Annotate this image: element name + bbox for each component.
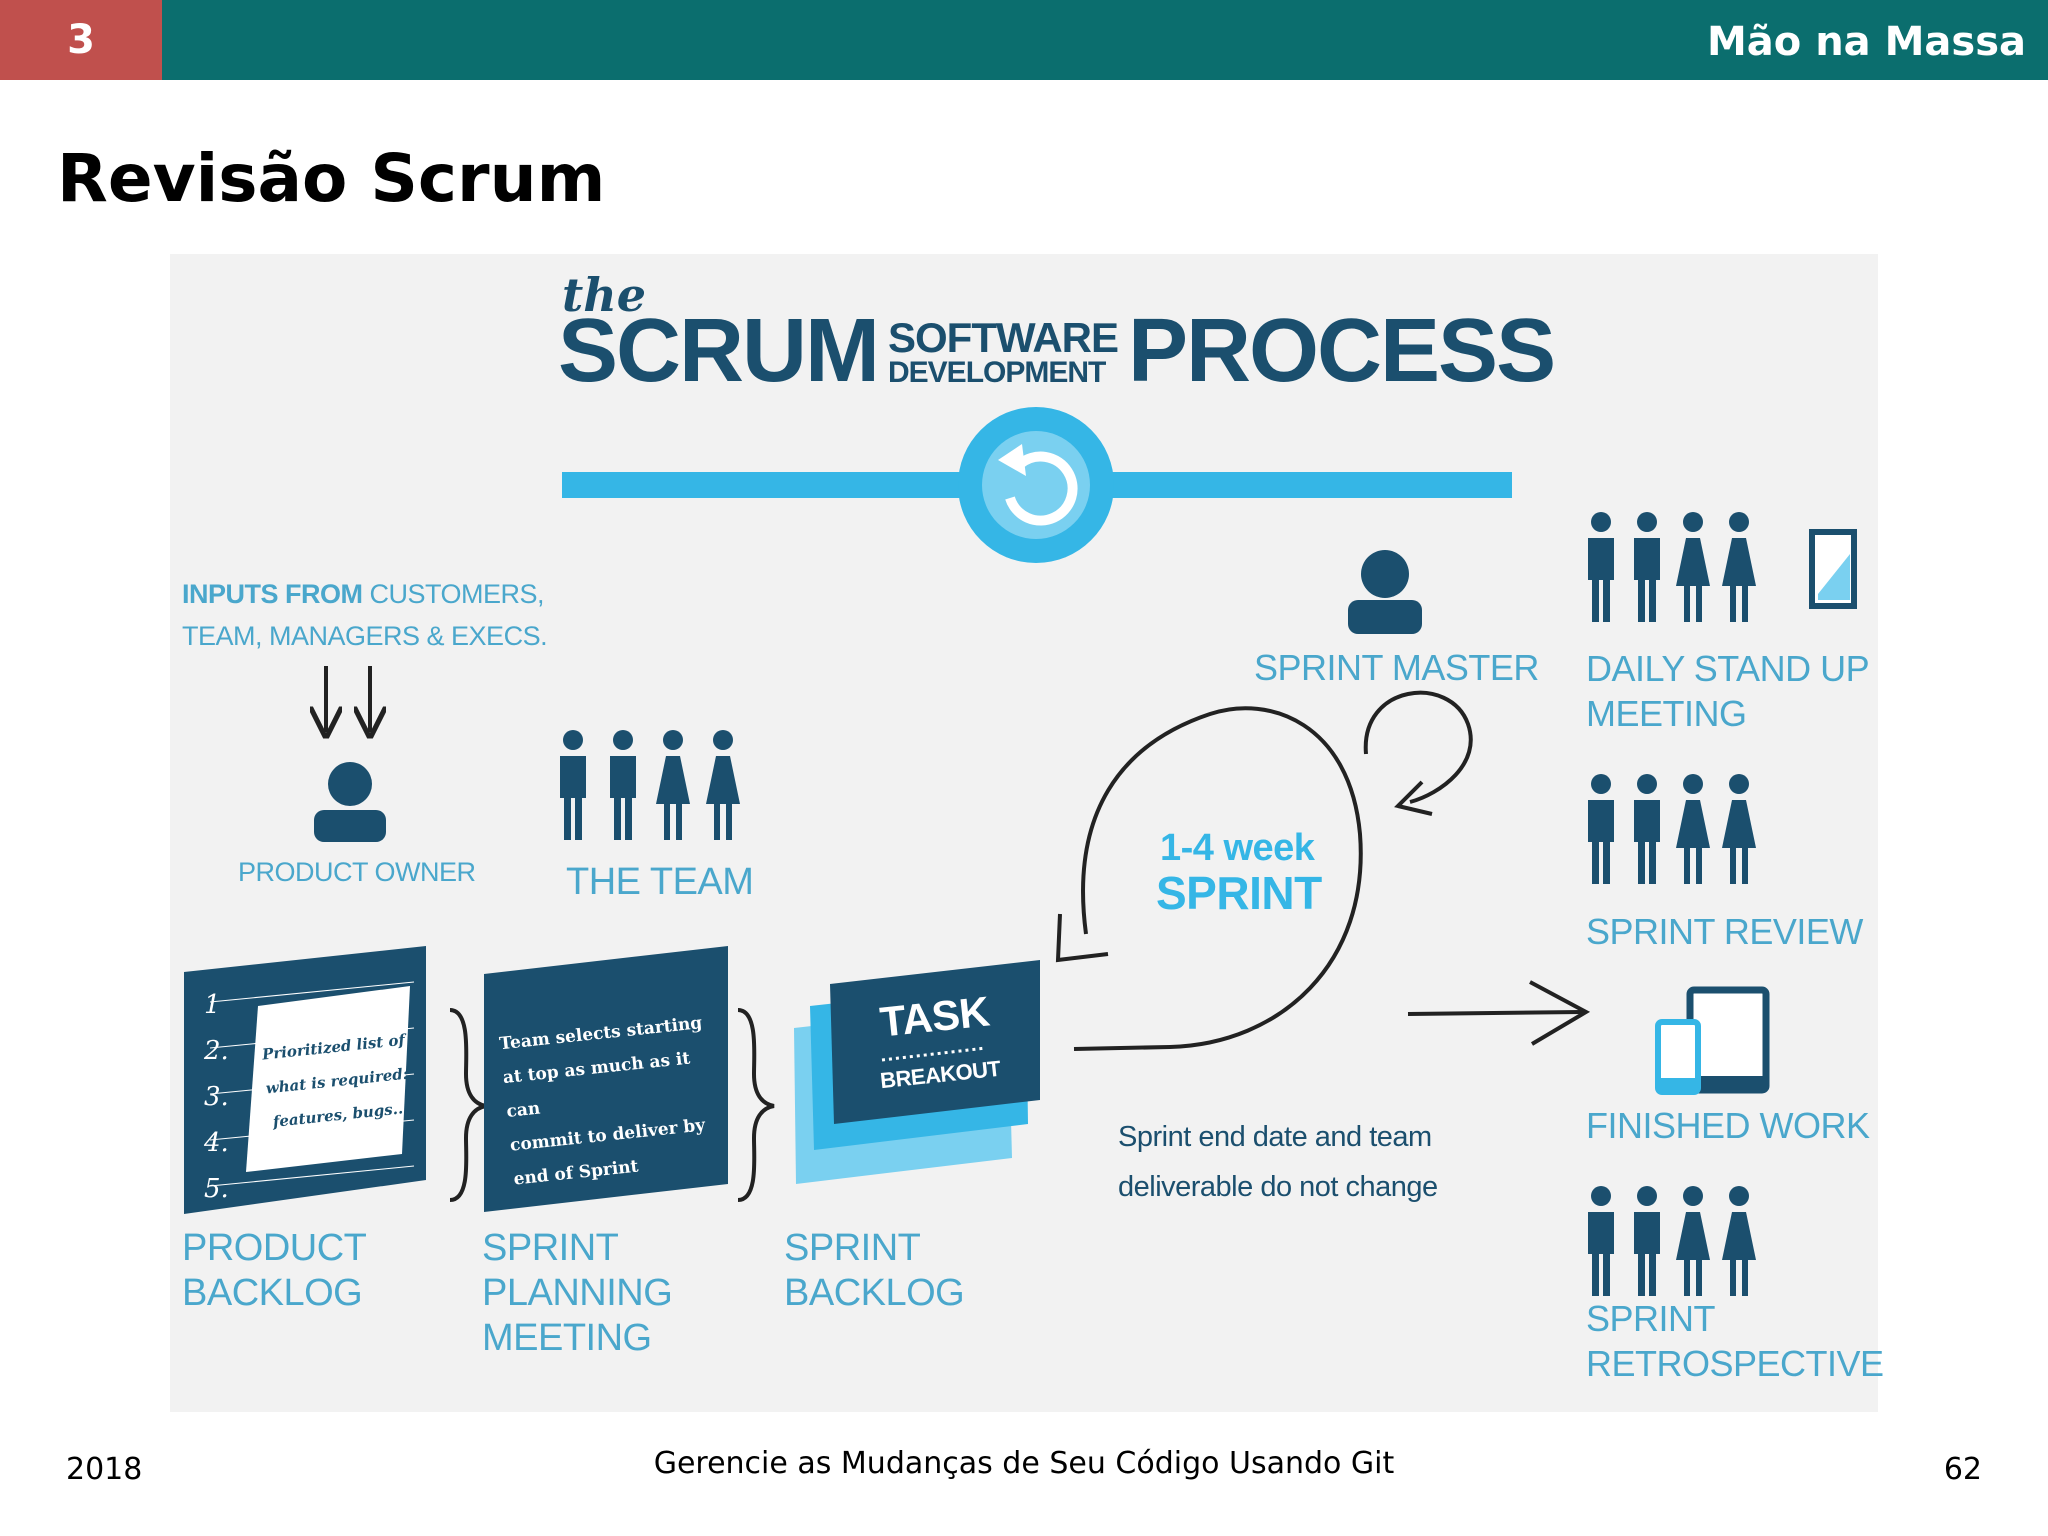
sprint-note-line: Sprint end date and team bbox=[1118, 1121, 1432, 1153]
label-line: PRODUCT bbox=[182, 1227, 367, 1269]
product-owner-label: PRODUCT OWNER bbox=[238, 857, 476, 887]
label-line: SPRINT bbox=[1586, 1298, 1716, 1339]
title-software: SOFTWARE bbox=[888, 314, 1119, 361]
inputs-line-1: INPUTS FROM CUSTOMERS, bbox=[182, 578, 545, 610]
title-process: PROCESS bbox=[1128, 301, 1556, 401]
slide-number-box bbox=[0, 0, 162, 80]
title-scrum: SCRUM bbox=[558, 301, 880, 401]
retrospective-people-icon bbox=[1588, 1186, 1756, 1296]
sprint-duration: 1-4 week bbox=[1160, 827, 1315, 869]
label-line: BACKLOG bbox=[784, 1272, 965, 1314]
inputs-line-2: TEAM, MANAGERS & EXECS. bbox=[182, 621, 548, 651]
footer-year: 2018 bbox=[66, 1452, 143, 1487]
infographic-graphics bbox=[184, 407, 1857, 1296]
sprint-review-label: SPRINT REVIEW bbox=[1586, 911, 1863, 952]
sprint-note-line: deliverable do not change bbox=[1118, 1171, 1438, 1203]
title-the: the bbox=[562, 268, 646, 322]
sprint-backlog-label: SPRINT BACKLOG bbox=[784, 1226, 965, 1316]
finished-work-label: FINISHED WORK bbox=[1586, 1105, 1870, 1146]
planning-card-text: Team selects starting at top as much as … bbox=[498, 1005, 725, 1196]
label-line: MEETING bbox=[1586, 693, 1747, 734]
output-arrow-line bbox=[1407, 1010, 1583, 1016]
sprint-label: SPRINT bbox=[1156, 867, 1322, 919]
sprint-loop bbox=[1073, 706, 1363, 1051]
product-backlog-card bbox=[184, 946, 426, 1214]
daily-standup-people-icon bbox=[1588, 512, 1756, 622]
daily-loop bbox=[1363, 690, 1473, 804]
sprint-master-icon bbox=[1348, 550, 1422, 634]
daily-standup-label: DAILY STAND UP MEETING bbox=[1586, 646, 1870, 736]
footer-title: Gerencie as Mudanças de Seu Código Usand… bbox=[653, 1446, 1395, 1481]
sprint-master-label: SPRINT MASTER bbox=[1254, 647, 1539, 688]
label-line: RETROSPECTIVE bbox=[1586, 1343, 1884, 1384]
inputs-rest: CUSTOMERS, bbox=[369, 579, 545, 609]
section-title: Mão na Massa bbox=[1706, 19, 2026, 65]
sprint-review-people-icon bbox=[1588, 774, 1756, 884]
reload-icon bbox=[998, 444, 1078, 526]
backlog-number: 5. bbox=[204, 1174, 229, 1204]
brace-2 bbox=[737, 1008, 775, 1202]
sprint-note: Sprint end date and team deliverable do … bbox=[1118, 1112, 1438, 1212]
backlog-number: 2. bbox=[204, 1036, 229, 1066]
whiteboard-icon bbox=[1809, 529, 1857, 609]
inputs-bold: INPUTS FROM bbox=[182, 579, 363, 609]
header-bar bbox=[0, 0, 2048, 80]
title-development: DEVELOPMENT bbox=[888, 356, 1106, 389]
sprint-planning-card bbox=[484, 946, 728, 1212]
brace-1 bbox=[449, 1008, 487, 1202]
backlog-number: 1 bbox=[204, 990, 221, 1020]
sprint-retrospective-label: SPRINT RETROSPECTIVE bbox=[1586, 1296, 1884, 1386]
label-line: BACKLOG bbox=[182, 1272, 363, 1314]
page-title: Revisão Scrum bbox=[57, 140, 606, 217]
label-line: SPRINT bbox=[784, 1227, 921, 1269]
backlog-numbers: 1 2. 3. 4. 5. bbox=[204, 982, 229, 1212]
label-line: MEETING bbox=[482, 1317, 652, 1359]
task-breakout-cards bbox=[794, 960, 1040, 1184]
sprint-loop-arrowhead bbox=[1055, 913, 1109, 963]
scrum-infographic: the SCRUM SOFTWARE DEVELOPMENT PROCESS bbox=[170, 254, 1884, 1412]
product-backlog-label: PRODUCT BACKLOG bbox=[182, 1226, 367, 1316]
sprint-planning-label: SPRINT PLANNING MEETING bbox=[482, 1226, 673, 1361]
backlog-number: 3. bbox=[204, 1082, 229, 1112]
output-arrowhead bbox=[1529, 980, 1591, 1046]
the-team-label: THE TEAM bbox=[566, 861, 754, 903]
team-people-icon bbox=[560, 730, 740, 840]
label-line: DAILY STAND UP bbox=[1586, 648, 1870, 689]
footer-page-number: 62 bbox=[1943, 1452, 1982, 1487]
label-line: SPRINT bbox=[482, 1227, 619, 1269]
label-line: PLANNING bbox=[482, 1272, 673, 1314]
backlog-note: Prioritized list of what is required: fe… bbox=[257, 1022, 417, 1139]
backlog-number: 4. bbox=[204, 1128, 229, 1158]
product-owner-icon bbox=[314, 762, 386, 842]
slide-number: 3 bbox=[67, 17, 95, 63]
down-arrows-icon bbox=[326, 666, 370, 732]
devices-icon bbox=[1655, 986, 1770, 1095]
